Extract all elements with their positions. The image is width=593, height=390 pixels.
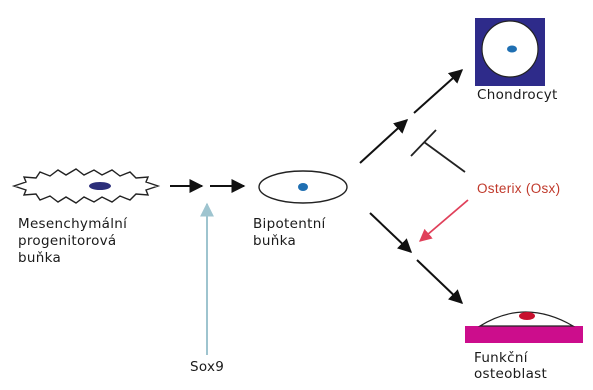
progenitor-cell: [11, 168, 161, 204]
bipotent-label-line1: Bipotentní: [253, 216, 326, 232]
progenitor-label: Mesenchymální progenitorová buňka: [18, 216, 127, 267]
progenitor-nucleus: [89, 182, 111, 190]
osteoblast-nucleus: [519, 312, 535, 320]
osteoblast-label-line2: osteoblast: [474, 366, 548, 382]
osteoblast-label: Funkční osteoblast: [474, 350, 547, 382]
arrow-bipotent-to-chondro-2: [413, 69, 464, 114]
arrow-bipotent-to-chondro-1: [359, 119, 409, 164]
chondrocyte-cell: [475, 18, 545, 86]
progenitor-label-line2: progenitorová: [18, 233, 117, 249]
progenitor-membrane: [11, 168, 161, 204]
arrow-bipotent-to-osteo-2: [416, 259, 464, 304]
bipotent-label-line2: buňka: [253, 233, 297, 249]
chondrocyte-nucleus: [507, 45, 517, 53]
sox9-label: Sox9: [190, 359, 225, 375]
bipotent-cell: [258, 170, 348, 204]
arrow-bipotent-to-osteo-1: [369, 212, 413, 253]
progenitor-label-line1: Mesenchymální: [18, 216, 128, 232]
bipotent-label: Bipotentní buňka: [253, 216, 326, 250]
osterix-activation-arrow: [419, 199, 469, 242]
osterix-label: Osterix (Osx): [477, 181, 561, 196]
osteoblast-label-line1: Funkční: [474, 350, 528, 366]
bipotent-nucleus: [298, 183, 308, 191]
osterix-inhibition-bar: [410, 129, 437, 157]
osterix-inhibition: [423, 141, 466, 173]
osteoblast-cell: [465, 311, 583, 343]
progenitor-label-line3: buňka: [18, 250, 62, 266]
osteoblast-base: [465, 326, 583, 343]
chondrocyte-label: Chondrocyt: [477, 87, 558, 103]
